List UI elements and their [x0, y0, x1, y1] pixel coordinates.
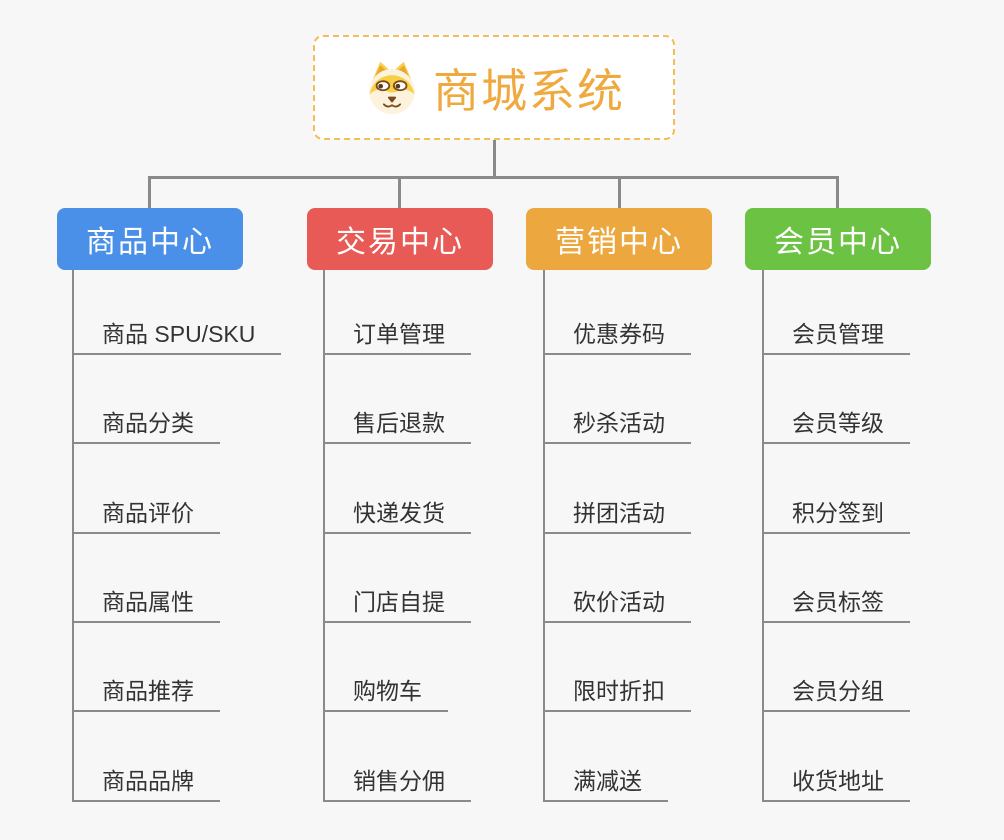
topic-product-spu-sku[interactable]: 商品 SPU/SKU: [72, 319, 282, 355]
dog-icon: [369, 61, 415, 114]
branch-label: 会员中心: [774, 226, 902, 259]
topic-shopping-cart[interactable]: 购物车: [323, 676, 448, 712]
connector-trunk-product: [72, 270, 74, 802]
connector-root-stem: [493, 139, 496, 179]
root-node[interactable]: 商城系统: [313, 35, 675, 140]
topic-member-tag[interactable]: 会员标签: [762, 587, 910, 623]
topic-member-management[interactable]: 会员管理: [762, 319, 910, 355]
topic-product-attribute[interactable]: 商品属性: [72, 587, 220, 623]
topic-member-group[interactable]: 会员分组: [762, 676, 910, 712]
topic-limited-time-discount[interactable]: 限时折扣: [543, 676, 691, 712]
connector-trunk-marketing: [543, 270, 545, 802]
connector-bus: [149, 176, 837, 179]
branch-marketing-center: 营销中心 优惠券码 秒杀活动 拼团活动 砍价活动 限时折扣 满减送: [526, 0, 786, 840]
branch-label: 商品中心: [86, 226, 214, 259]
branch-product-center: 商品中心 商品 SPU/SKU 商品分类 商品评价 商品属性 商品推荐 商品品牌: [57, 0, 317, 840]
branch-label: 营销中心: [555, 226, 683, 259]
topic-product-brand[interactable]: 商品品牌: [72, 766, 220, 802]
topic-store-pickup[interactable]: 门店自提: [323, 587, 471, 623]
topic-aftersale-refund[interactable]: 售后退款: [323, 408, 471, 444]
topic-product-review[interactable]: 商品评价: [72, 498, 220, 534]
connector-trunk-trade: [323, 270, 325, 802]
branch-trade-center: 交易中心 订单管理 售后退款 快递发货 门店自提 购物车 销售分佣: [307, 0, 567, 840]
branch-node-trade-center[interactable]: 交易中心: [307, 208, 493, 270]
connector-trunk-member: [762, 270, 764, 802]
branch-label: 交易中心: [336, 226, 464, 259]
topic-order-management[interactable]: 订单管理: [323, 319, 471, 355]
branch-node-member-center[interactable]: 会员中心: [745, 208, 931, 270]
topic-product-category[interactable]: 商品分类: [72, 408, 220, 444]
topic-group-buy[interactable]: 拼团活动: [543, 498, 691, 534]
connector-drop-marketing: [618, 176, 621, 209]
connector-drop-trade: [398, 176, 401, 209]
branch-member-center: 会员中心 会员管理 会员等级 积分签到 会员标签 会员分组 收货地址: [745, 0, 1004, 840]
topic-bargain-activity[interactable]: 砍价活动: [543, 587, 691, 623]
topic-express-delivery[interactable]: 快递发货: [323, 498, 471, 534]
connector-drop-product: [148, 176, 151, 209]
connector-drop-member: [836, 176, 839, 209]
topic-shipping-address[interactable]: 收货地址: [762, 766, 910, 802]
topic-points-checkin[interactable]: 积分签到: [762, 498, 910, 534]
topic-product-recommend[interactable]: 商品推荐: [72, 676, 220, 712]
topic-member-level[interactable]: 会员等级: [762, 408, 910, 444]
topic-coupon-code[interactable]: 优惠券码: [543, 319, 691, 355]
branch-node-marketing-center[interactable]: 营销中心: [526, 208, 712, 270]
topic-spend-and-save[interactable]: 满减送: [543, 766, 668, 802]
branch-node-product-center[interactable]: 商品中心: [57, 208, 243, 270]
root-title: 商城系统: [433, 64, 625, 117]
topic-sales-commission[interactable]: 销售分佣: [323, 766, 471, 802]
topic-flash-sale[interactable]: 秒杀活动: [543, 408, 691, 444]
